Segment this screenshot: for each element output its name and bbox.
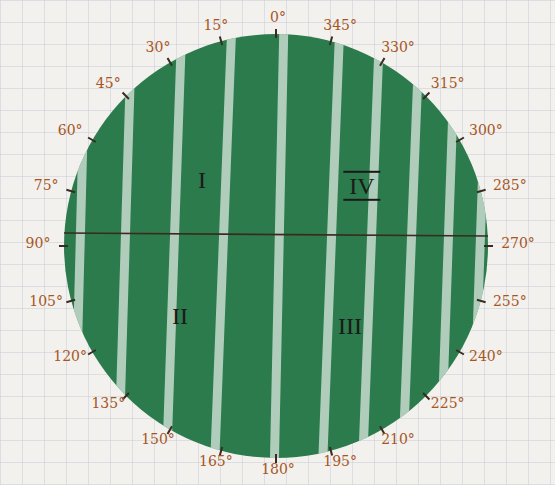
tick-mark [484, 245, 493, 247]
tick-mark [380, 58, 385, 66]
quadrant-numeral: II [166, 303, 194, 329]
tick-mark [423, 393, 429, 399]
quadrant-numeral: IV [343, 171, 380, 201]
angle-label: 120° [53, 348, 87, 364]
tick-mark [88, 350, 96, 355]
tick-mark [456, 350, 464, 355]
tick-mark [220, 36, 222, 45]
angle-label: 300° [469, 122, 503, 138]
tick-mark [275, 29, 277, 38]
tick-mark [477, 300, 486, 302]
angle-label: 135° [91, 395, 125, 411]
angle-label: 330° [381, 39, 415, 55]
quadrant-numeral: III [332, 313, 368, 339]
angle-label: 225° [431, 395, 465, 411]
angle-label: 285° [493, 177, 527, 193]
tick-mark [59, 245, 68, 247]
tick-mark [123, 93, 129, 99]
angle-label: 345° [323, 17, 357, 33]
tick-mark [477, 190, 486, 192]
angle-label: 240° [469, 348, 503, 364]
tick-mark [66, 300, 75, 302]
tick-mark [423, 93, 429, 99]
angle-label: 75° [34, 177, 59, 193]
angle-label: 255° [493, 293, 527, 309]
tick-mark [66, 190, 75, 192]
angle-label: 210° [381, 431, 415, 447]
quadrant-numeral: I [192, 167, 212, 193]
angle-label: 105° [29, 293, 63, 309]
angle-label: 195° [323, 453, 357, 469]
angle-label: 150° [141, 431, 175, 447]
tick-mark [88, 138, 96, 143]
angle-label: 15° [203, 17, 228, 33]
tick-mark [330, 36, 332, 45]
angle-label: 315° [431, 75, 465, 91]
angle-label: 165° [199, 453, 233, 469]
tick-mark [168, 58, 173, 66]
angle-label: 0° [270, 9, 286, 25]
angle-label: 270° [501, 235, 535, 251]
angle-label: 60° [58, 122, 83, 138]
tick-marks [59, 29, 493, 463]
horizontal-axis [64, 233, 488, 236]
angle-label: 45° [96, 75, 121, 91]
angle-label: 30° [146, 39, 171, 55]
angle-label: 180° [261, 461, 295, 477]
tick-mark [456, 138, 464, 143]
angle-label: 90° [26, 235, 51, 251]
white-stripes [74, 20, 488, 480]
